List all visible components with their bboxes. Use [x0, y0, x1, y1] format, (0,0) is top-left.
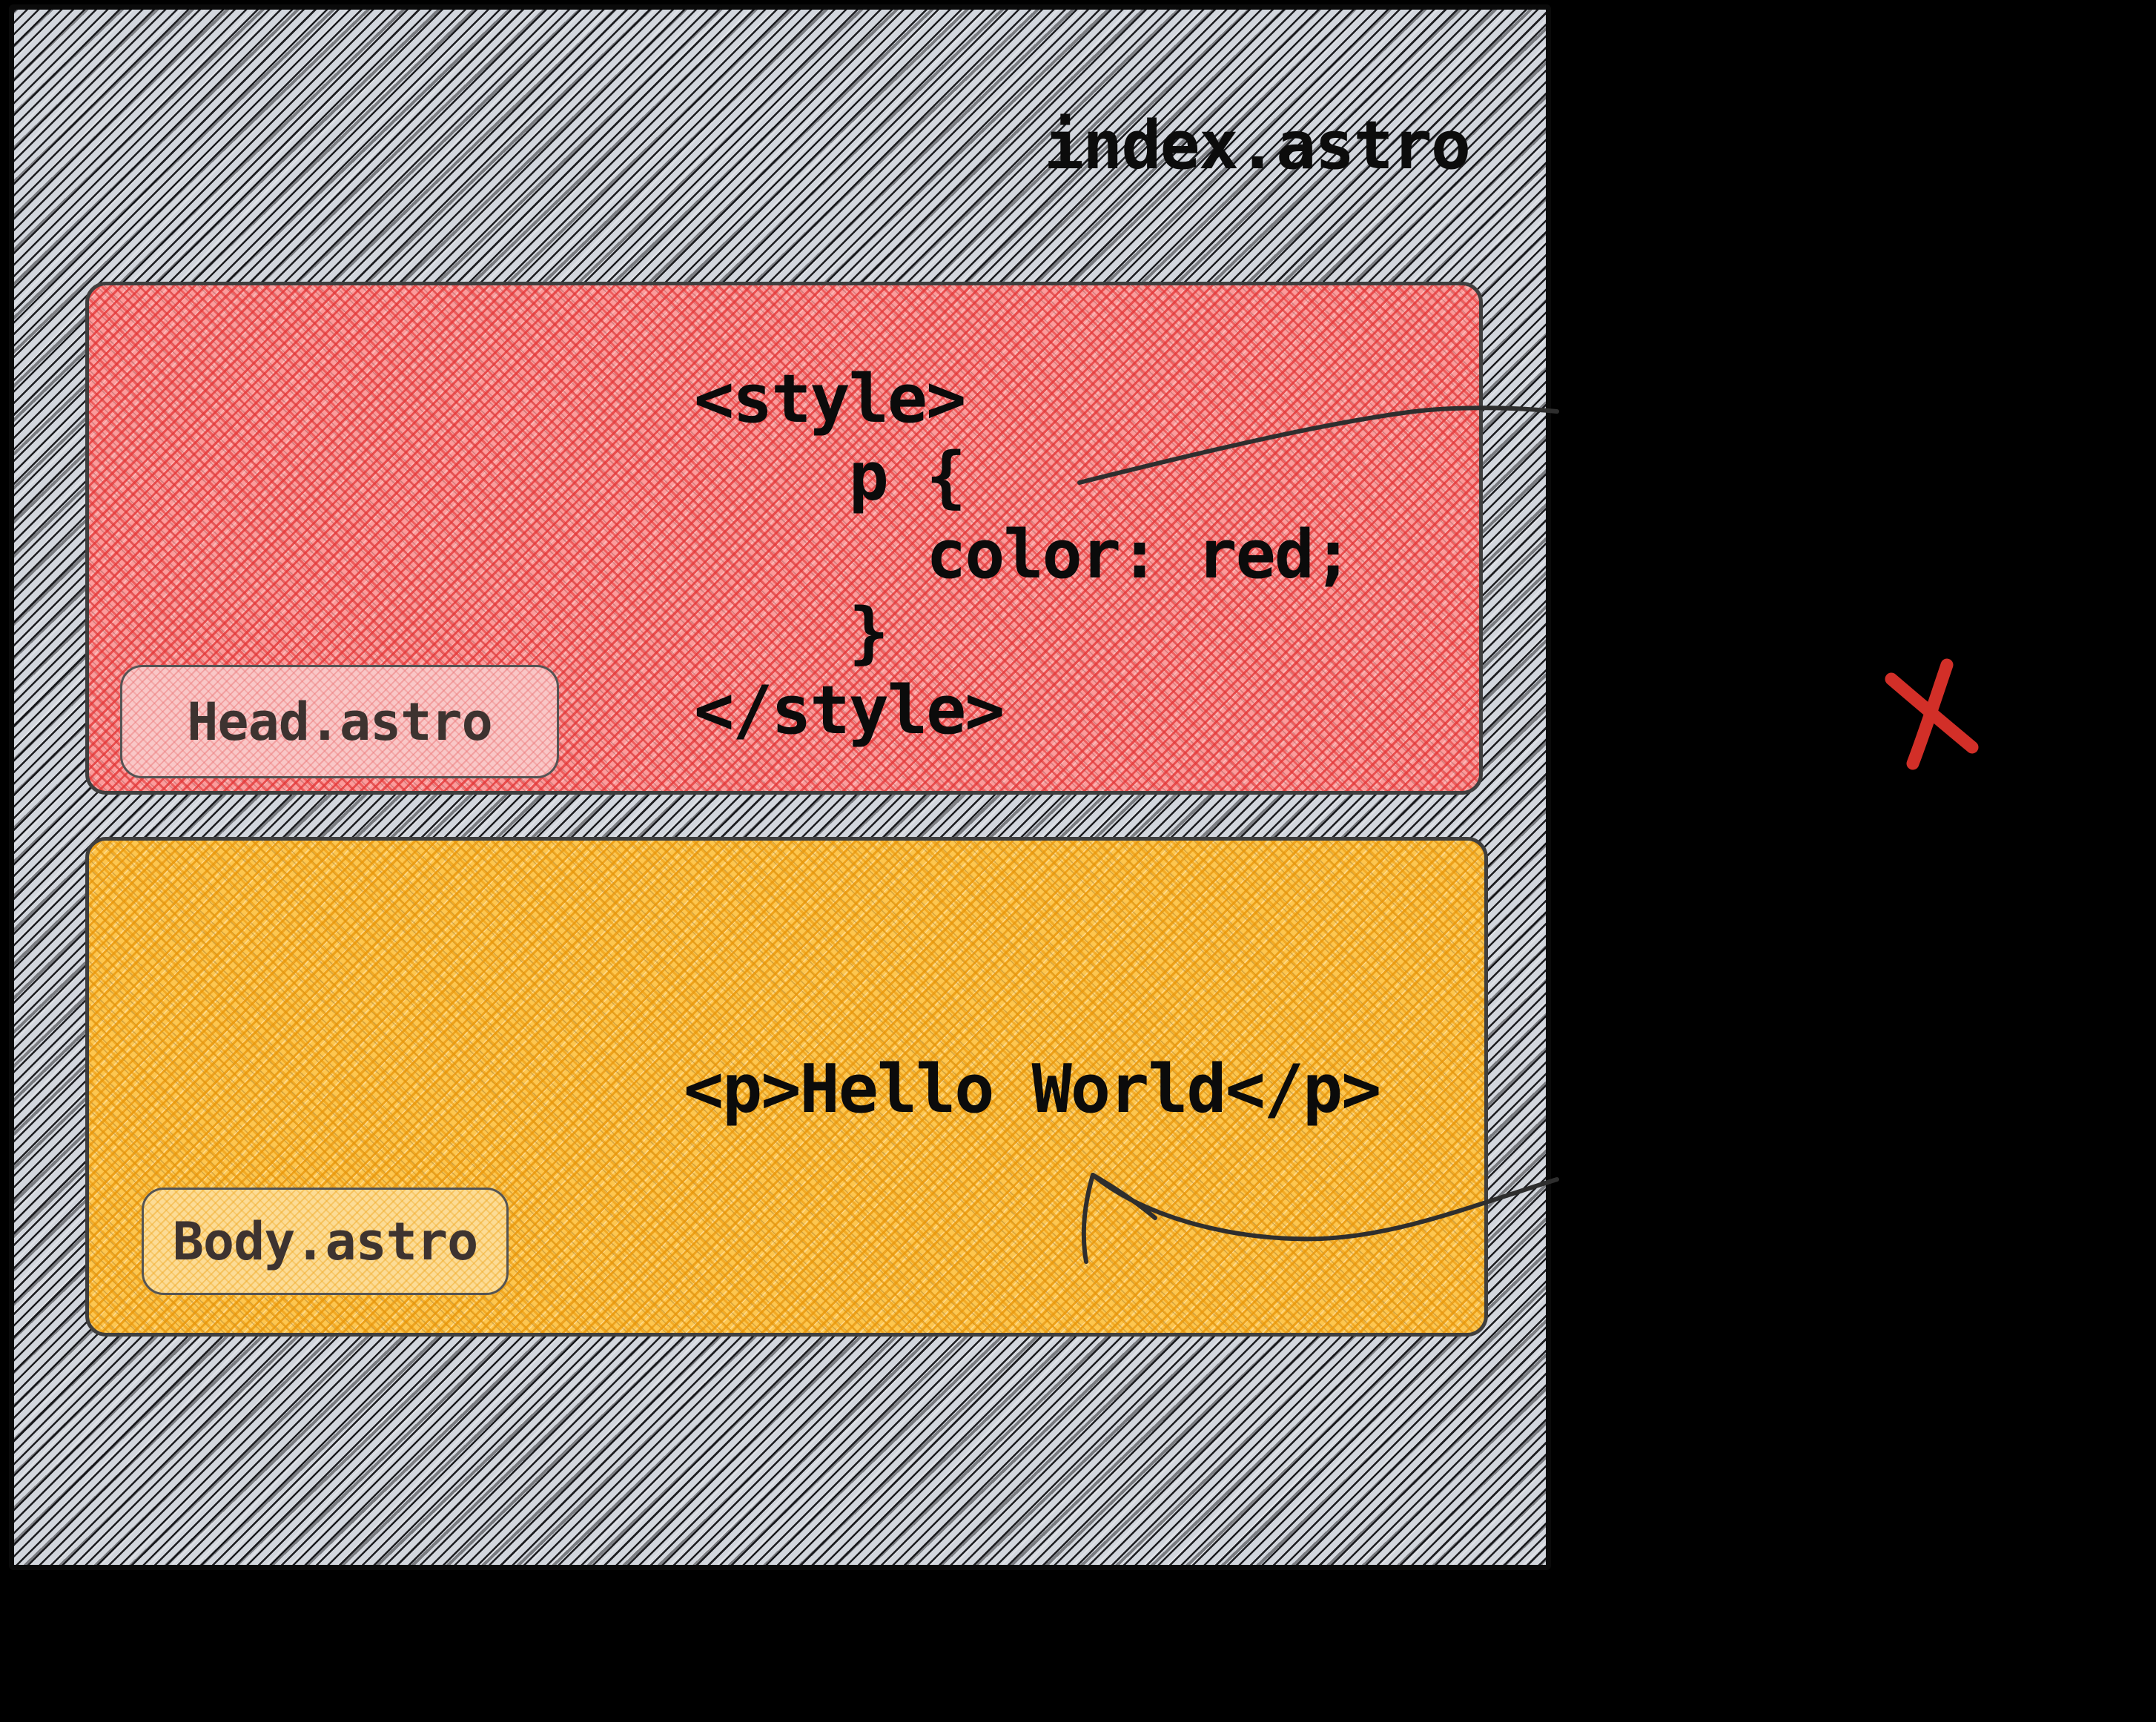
diagram-title: index.astro [1044, 107, 1471, 185]
body-astro-label: Body.astro [142, 1188, 509, 1295]
head-code-block: <style> p { color: red; } </style> [694, 360, 1353, 749]
code-line: } [694, 594, 889, 672]
body-astro-box: <p>Hello World</p> Body.astro [85, 837, 1488, 1337]
body-code-block: <p>Hello World</p> [684, 1050, 1381, 1128]
code-line: </style> [694, 672, 1005, 749]
code-line: <style> [694, 360, 966, 438]
code-line: <p>Hello World</p> [684, 1050, 1381, 1128]
head-astro-box: <style> p { color: red; } </style> Head.… [85, 282, 1483, 795]
code-line: p { [694, 438, 967, 516]
x-mark-icon [1885, 658, 1979, 770]
head-astro-label: Head.astro [120, 665, 559, 778]
head-astro-label-text: Head.astro [187, 691, 492, 752]
code-line: color: red; [694, 516, 1353, 594]
body-astro-label-text: Body.astro [172, 1211, 478, 1272]
